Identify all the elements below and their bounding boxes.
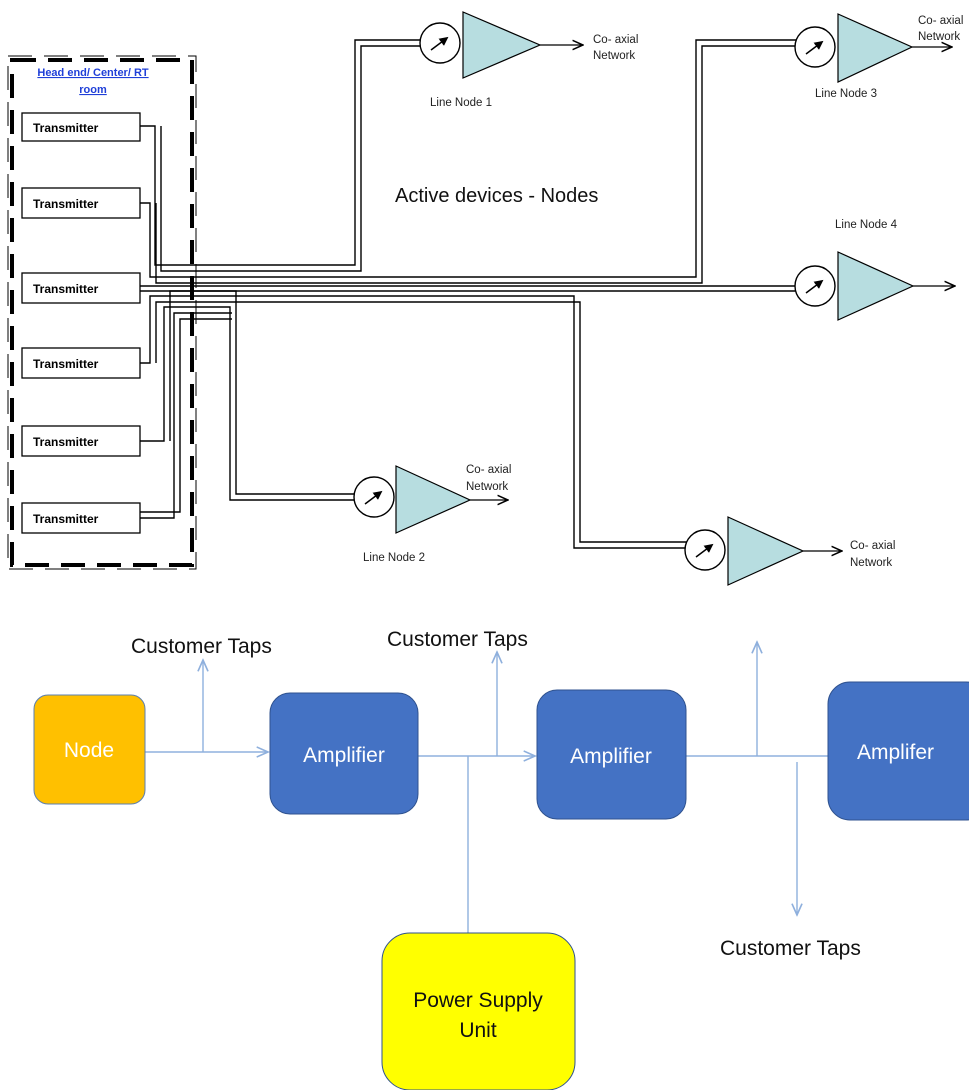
- coax-label-line-2: Network: [918, 31, 960, 43]
- coax-label-line-2: Network: [850, 557, 892, 569]
- amplifier-label: Amplifer: [857, 741, 934, 764]
- customer-taps-label-2: Customer Taps: [387, 628, 528, 651]
- head-end-label-line-1: Head end/ Center/ RT: [37, 67, 149, 79]
- coax-label-line-1: Co- axial: [850, 540, 895, 552]
- line-node-label: Line Node 1: [430, 97, 492, 109]
- customer-taps-label-1: Customer Taps: [131, 635, 272, 658]
- amplifier-label: Amplifier: [303, 744, 385, 767]
- power-supply-unit: Power Supply Unit: [381, 932, 576, 1090]
- coax-label-line-2: Network: [593, 50, 635, 62]
- line-node-4: Line Node 4: [794, 219, 955, 321]
- line-node-1: Co- axial Network Line Node 1: [419, 11, 638, 109]
- transmitter-4: Transmitter: [21, 347, 141, 379]
- fiber-wiring: [140, 39, 796, 549]
- transmitter-label: Transmitter: [33, 357, 99, 371]
- transmitter-label: Transmitter: [33, 121, 99, 135]
- transmitter-label: Transmitter: [33, 435, 99, 449]
- flow-node: Node: [33, 694, 146, 805]
- line-node-label: Line Node 3: [815, 88, 877, 100]
- head-end-label: Head end/ Center/ RT room: [37, 67, 149, 96]
- flow-node-label: Node: [64, 739, 114, 762]
- transmitter-label: Transmitter: [33, 282, 99, 296]
- power-supply-label-line-1: Power Supply: [413, 989, 543, 1012]
- flow-amplifier-2: Amplifier: [536, 689, 687, 820]
- flow-amplifier-1: Amplifier: [269, 692, 419, 815]
- transmitter-label: Transmitter: [33, 197, 99, 211]
- transmitter-3: Transmitter: [21, 272, 141, 304]
- head-end-label-line-2: room: [79, 84, 107, 96]
- transmitter-1: Transmitter: [21, 112, 141, 142]
- line-node-5: Co- axial Network: [684, 516, 895, 586]
- amplifier-triangle-icon: [837, 251, 915, 321]
- amplifier-triangle-icon: [462, 11, 542, 79]
- amplifier-triangle-icon: [837, 13, 914, 83]
- transmitter-box: [21, 347, 141, 379]
- coax-label-line-1: Co- axial: [466, 464, 511, 476]
- coax-label-line-1: Co- axial: [593, 34, 638, 46]
- power-supply-label-line-2: Unit: [459, 1019, 497, 1042]
- transmitter-box: [21, 502, 141, 534]
- transmitter-2: Transmitter: [21, 187, 141, 219]
- line-node-2: Co- axial Network Line Node 2: [353, 464, 511, 564]
- transmitter-box: [21, 272, 141, 304]
- line-node-label: Line Node 4: [835, 219, 898, 231]
- transmitter-5: Transmitter: [21, 425, 141, 457]
- amplifier-triangle-icon: [727, 516, 805, 586]
- customer-taps-label-3: Customer Taps: [720, 937, 861, 960]
- flow-connectors: [145, 642, 828, 933]
- diagram-title: Active devices - Nodes: [395, 185, 598, 207]
- transmitter-label: Transmitter: [33, 512, 99, 526]
- line-node-label: Line Node 2: [363, 552, 425, 564]
- coax-label-line-2: Network: [466, 481, 508, 493]
- line-node-3: Co- axial Network Line Node 3: [794, 13, 963, 100]
- transmitter-6: Transmitter: [21, 502, 141, 534]
- flow-amplifier-3: Amplifer: [827, 681, 969, 821]
- transmitter-box: [21, 112, 141, 142]
- amplifier-label: Amplifier: [570, 745, 652, 768]
- coax-label-line-1: Co- axial: [918, 15, 963, 27]
- amplifier-triangle-icon: [395, 465, 472, 534]
